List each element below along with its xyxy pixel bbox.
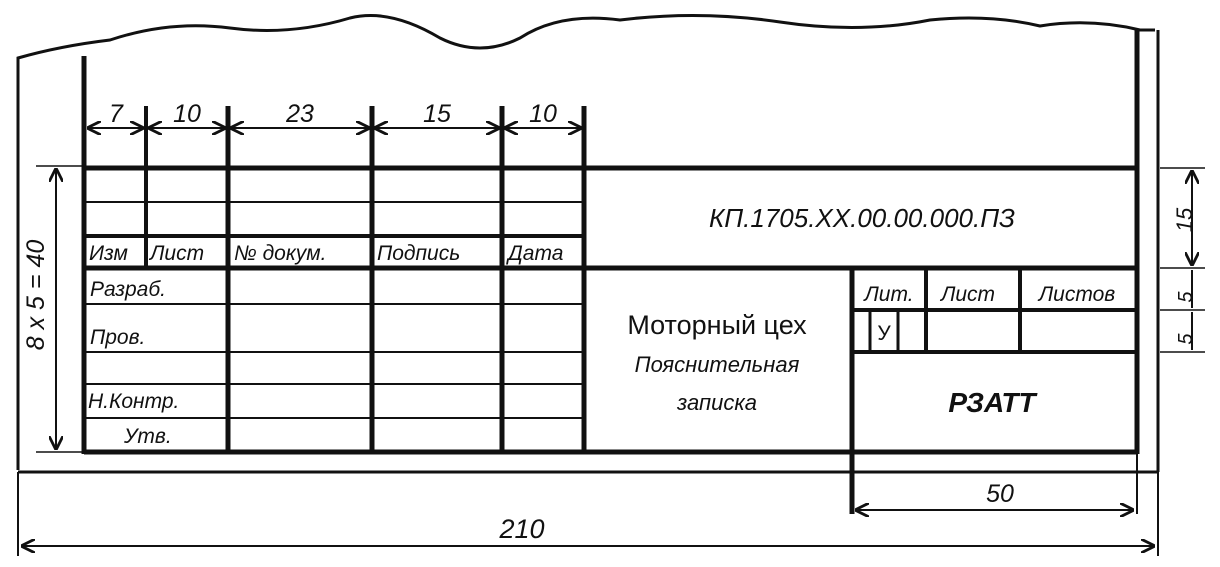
dim-label-height: 8 x 5 = 40 (22, 240, 50, 351)
row-approved: Утв. (123, 425, 172, 448)
dim-label-50: 50 (986, 480, 1014, 508)
header-date: Дата (506, 242, 563, 265)
header-doc-no: № докум. (234, 242, 327, 265)
dim-label-right-15: 15 (1172, 207, 1197, 232)
document-name-line1: Моторный цех (627, 310, 807, 340)
sheet-label: Лист (939, 283, 995, 306)
row-developed: Разраб. (90, 278, 166, 301)
dim-label-7: 7 (109, 100, 124, 128)
lit-label: Лит. (862, 283, 913, 306)
header-signature: Подпись (377, 242, 460, 265)
dim-label-15: 15 (423, 100, 451, 128)
header-izm: Изм (89, 242, 128, 265)
dim-label-10b: 10 (529, 100, 557, 128)
dim-label-10: 10 (173, 100, 201, 128)
lit-value: У (877, 322, 891, 345)
row-norm-control: Н.Контр. (88, 390, 179, 413)
organization-name: РЗАТТ (948, 387, 1038, 418)
document-name-line3: записка (676, 390, 757, 415)
document-name-line2: Пояснительная (635, 352, 800, 377)
row-checked: Пров. (90, 326, 145, 349)
document-code: КП.1705.XX.00.00.000.ПЗ (709, 203, 1015, 233)
sheet-outline (16, 13, 1155, 470)
dim-label-right-5b: 5 (1175, 333, 1197, 345)
sheets-label: Листов (1037, 283, 1116, 306)
dim-label-210: 210 (498, 514, 544, 544)
header-list: Лист (148, 242, 204, 265)
dim-label-23: 23 (285, 100, 314, 128)
dim-label-right-5a: 5 (1175, 291, 1197, 303)
